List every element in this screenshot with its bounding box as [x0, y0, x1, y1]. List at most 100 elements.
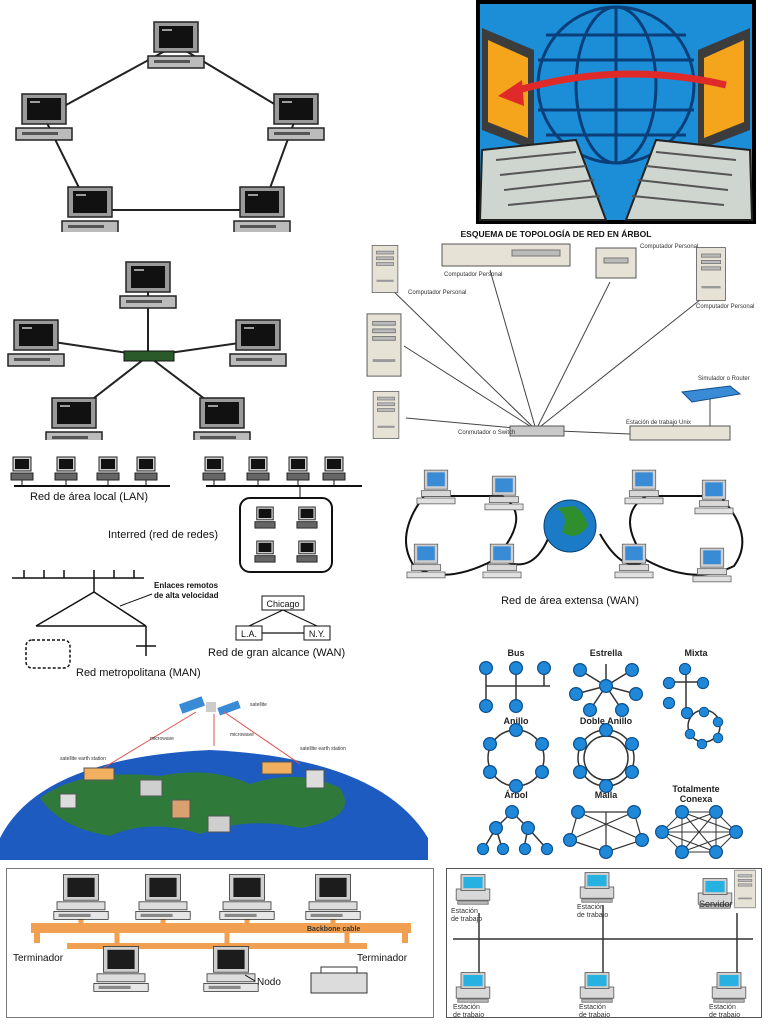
network-cables — [453, 905, 753, 973]
estacion-1-label: Estación — [451, 908, 478, 915]
la-label: L.A. — [241, 629, 257, 639]
workstation-icon — [579, 872, 615, 903]
topology-doble-anillo-label: Doble Anillo — [580, 716, 633, 726]
workstation-icon — [711, 972, 747, 1003]
double-ring-topology — [577, 729, 635, 787]
tree-title: ESQUEMA DE TOPOLOGÍA DE RED EN ÁRBOL — [461, 229, 652, 239]
workstation-icon — [579, 972, 615, 1003]
tree-topology-panel: ESQUEMA DE TOPOLOGÍA DE RED EN ÁRBOL Com… — [360, 226, 758, 444]
computer-icon — [254, 540, 276, 563]
computer-icon — [53, 874, 109, 920]
nodo-label: Nodo — [257, 977, 281, 988]
arrow-head-icon — [498, 80, 524, 106]
printer-icon — [310, 972, 368, 994]
hub-icon — [123, 350, 175, 362]
interred-box — [239, 497, 333, 573]
unix-workstation-icon — [629, 425, 731, 441]
lan-segment — [202, 456, 362, 498]
satellite-network-illustration: satellite microwave microwave satellite … — [0, 696, 428, 860]
trabajo-3-label: de trabajo — [453, 1012, 484, 1017]
server-network-panel: Estación de trabajo Estación de trabajo … — [446, 868, 762, 1018]
computer-icon — [45, 397, 103, 440]
computer-icon — [305, 874, 361, 920]
tree-links — [385, 269, 711, 435]
estacion-3-label: Estación — [453, 1004, 480, 1011]
satellite-icon — [179, 696, 241, 716]
tree-topology-diagram: ESQUEMA DE TOPOLOGÍA DE RED EN ÁRBOL Com… — [366, 229, 754, 441]
topologies-panel: Bus Estrella Mixta Anillo Doble Anillo Á… — [466, 640, 756, 860]
computer-icon — [482, 543, 522, 579]
computer-icon — [147, 21, 205, 69]
computer-icon — [267, 93, 325, 141]
tree-switch-label: Conmutador o Switch — [458, 430, 515, 436]
building-icon — [171, 799, 191, 819]
enlaces-label-1: Enlaces remotos — [154, 581, 219, 590]
signal-paths — [99, 711, 301, 771]
tower-computer-icon — [372, 390, 400, 440]
tree-pc-top-label: Computador Personal — [444, 272, 502, 278]
interred-label: Interred (red de redes) — [108, 529, 218, 541]
backbone-label: Backbone cable — [307, 926, 360, 933]
topology-arbol-label: Árbol — [504, 790, 528, 800]
network-classes-diagram: Red de área local (LAN) Interred (red de… — [10, 456, 362, 679]
ny-label: N.Y. — [309, 629, 325, 639]
trabajo-1-label: de trabajo — [451, 916, 482, 923]
tower-computer-icon — [696, 247, 726, 301]
server-network-diagram: Estación de trabajo Estación de trabajo … — [451, 869, 756, 1017]
topology-estrella-label: Estrella — [590, 648, 624, 658]
switch-icon — [509, 425, 565, 437]
trabajo-4-label: de trabajo — [579, 1012, 610, 1017]
computer-icon — [219, 874, 275, 920]
laptop-icon — [478, 28, 608, 221]
tree-workstation-label: Estación de trabajo Unix — [626, 420, 691, 426]
computer-icon — [7, 319, 65, 367]
network-globe-illustration — [476, 0, 756, 224]
earth-station-left-label: satellite earth station — [60, 756, 106, 762]
building-icon — [59, 793, 77, 809]
computer-icon — [135, 874, 191, 920]
wan-panel: Red de área extensa (WAN) — [384, 456, 764, 616]
computer-icon — [416, 469, 456, 505]
computer-icon — [193, 397, 251, 440]
trabajo-5-label: de trabajo — [709, 1012, 740, 1017]
topology-totalmente-label: Totalmente — [672, 784, 719, 794]
servidor-label: Servidor — [699, 899, 733, 909]
wan-label: Red de área extensa (WAN) — [501, 595, 639, 607]
topology-anillo-label: Anillo — [504, 716, 529, 726]
globe-laptops-illustration — [478, 4, 754, 221]
computer-icon — [15, 93, 73, 141]
mixed-topology — [670, 670, 702, 712]
ring-topology — [487, 729, 545, 787]
computer-icon — [233, 186, 291, 232]
tree-pc-right2-label: Computador Personal — [696, 304, 754, 310]
microwave-label-1: microwave — [150, 736, 174, 742]
computer-icon — [139, 779, 163, 797]
building-icon — [305, 769, 325, 789]
bus-network-panel: Backbone cable Terminador Terminador Nod… — [6, 868, 434, 1018]
earth-station-right-label: satellite earth station — [300, 746, 346, 752]
terminador-left-label: Terminador — [13, 953, 64, 964]
satellite-label: satellite — [250, 702, 267, 708]
topology-conexa-label: Conexa — [680, 794, 714, 804]
tower-computer-icon — [371, 245, 399, 293]
star-topology-panel — [0, 252, 300, 440]
wan-diagram: Red de área extensa (WAN) — [405, 469, 744, 607]
computer-icon — [406, 543, 446, 579]
router-icon — [680, 385, 742, 403]
man-label: Red metropolitana (MAN) — [76, 667, 201, 679]
lan-label: Red de área local (LAN) — [30, 491, 148, 503]
pointer-line — [119, 593, 153, 607]
computer-icon — [93, 946, 149, 992]
microwave-label-2: microwave — [230, 732, 254, 738]
computer-icon — [207, 815, 231, 833]
computer-icon — [254, 506, 276, 529]
ring-topology-diagram — [15, 21, 325, 232]
man-network — [12, 570, 156, 669]
topology-mixta-label: Mixta — [684, 648, 708, 658]
chicago-label: Chicago — [266, 599, 299, 609]
workstation-icon — [455, 874, 491, 905]
tower-computer-icon — [366, 313, 402, 377]
satellite-network-panel: satellite microwave microwave satellite … — [0, 688, 428, 860]
pointer-line — [244, 974, 256, 982]
topology-bus-label: Bus — [507, 648, 524, 658]
